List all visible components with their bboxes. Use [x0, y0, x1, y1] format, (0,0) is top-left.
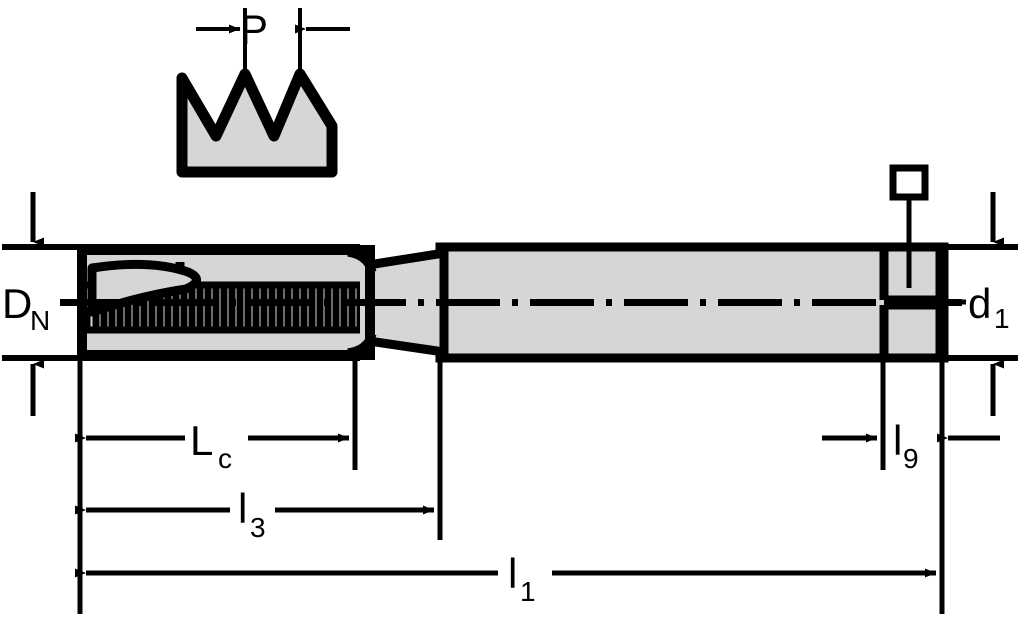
dimension-l3-label: l — [238, 485, 247, 532]
dimension-d1: d 1 — [944, 192, 1010, 416]
dimension-d1-subscript: 1 — [994, 303, 1010, 334]
dimension-Lc-subscript: c — [218, 443, 232, 474]
dimension-l9-subscript: 9 — [903, 443, 919, 474]
dimension-l3: l 3 — [75, 485, 434, 543]
dimension-l3-subscript: 3 — [250, 512, 266, 543]
pitch-detail: P — [176, 6, 350, 178]
dimension-DN-label: D — [2, 280, 32, 327]
dimension-l9: l 9 — [822, 417, 1000, 474]
dimension-DN: D N — [2, 192, 84, 416]
dimension-Lc: L c — [75, 417, 349, 474]
dimension-DN-subscript: N — [30, 305, 50, 336]
thread-teeth-group — [84, 281, 360, 334]
dimension-l1: l 1 — [75, 550, 936, 607]
thread-relief-top — [347, 247, 377, 274]
square-icon — [889, 164, 929, 201]
dimension-l1-label: l — [508, 550, 517, 597]
square-drive-symbol-group — [889, 164, 929, 288]
thread-profile-shape — [176, 68, 338, 178]
dimension-l9-label: l — [893, 417, 902, 464]
dimension-l1-subscript: 1 — [520, 576, 536, 607]
dimension-d1-label: d — [968, 280, 991, 327]
pitch-label: P — [240, 6, 268, 53]
dimension-Lc-label: L — [190, 417, 213, 464]
thread-relief-bottom — [347, 332, 377, 358]
